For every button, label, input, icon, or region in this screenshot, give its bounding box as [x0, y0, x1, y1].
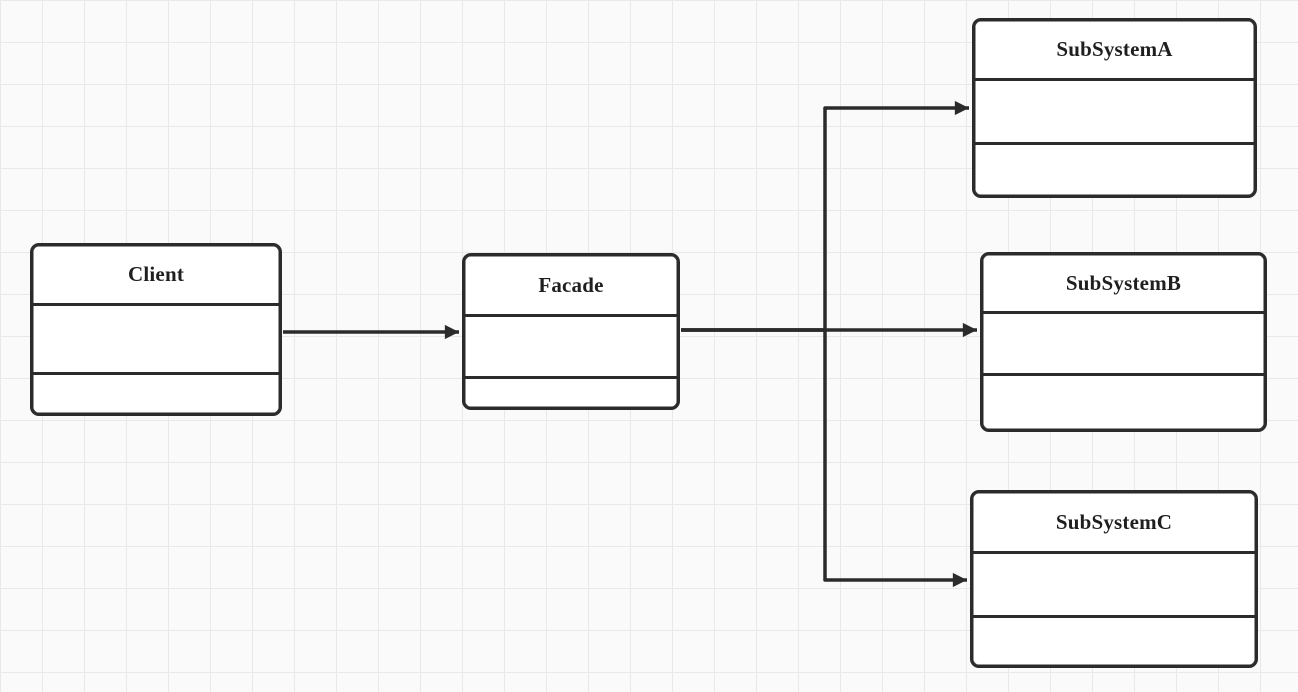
class-attributes-facade — [465, 314, 677, 376]
class-box-facade[interactable]: Facade — [462, 253, 680, 410]
class-attributes-subsystem-a — [975, 78, 1254, 142]
edge-facade-subsystem-c[interactable] — [681, 328, 967, 588]
class-methods-subsystem-c — [973, 615, 1255, 665]
class-title-subsystem-c: SubSystemC — [1055, 509, 1173, 534]
class-title-facade: Facade — [538, 272, 604, 297]
class-box-subsystem-b[interactable]: SubSystemB — [980, 252, 1267, 432]
edge-facade-subsystem-a[interactable] — [681, 100, 969, 332]
class-box-subsystem-a[interactable]: SubSystemA — [972, 18, 1257, 198]
class-methods-client — [33, 372, 279, 413]
class-title-client: Client — [127, 262, 185, 286]
class-attributes-client — [33, 303, 279, 372]
class-methods-facade — [465, 376, 677, 407]
class-box-client[interactable]: Client — [30, 243, 282, 416]
class-title-subsystem-b: SubSystemB — [1065, 270, 1182, 295]
class-box-subsystem-c[interactable]: SubSystemC — [970, 490, 1258, 668]
class-methods-subsystem-b — [983, 373, 1264, 429]
class-attributes-subsystem-b — [983, 311, 1264, 373]
class-methods-subsystem-a — [975, 142, 1254, 195]
class-title-subsystem-a: SubSystemA — [1056, 37, 1173, 61]
class-attributes-subsystem-c — [973, 551, 1255, 615]
